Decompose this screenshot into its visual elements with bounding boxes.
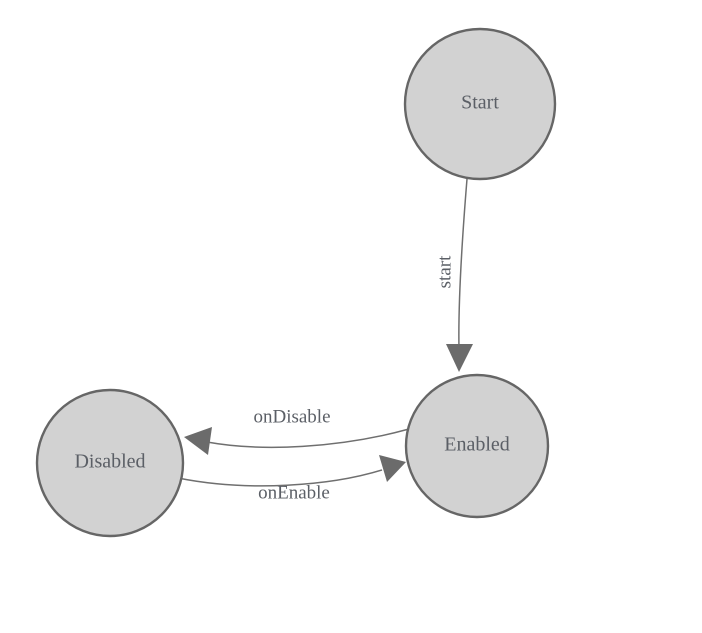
edge-disabled-to-enabled-path bbox=[177, 469, 383, 487]
state-node-start-label: Start bbox=[461, 92, 499, 114]
edge-enabled-to-disabled-path bbox=[206, 428, 410, 449]
state-node-start-circle bbox=[403, 27, 557, 181]
edge-disabled-to-enabled-arrowhead-icon bbox=[379, 455, 406, 482]
edge-enabled-to-disabled-arrowhead-icon bbox=[184, 427, 212, 455]
edge-label-onenable: onEnable bbox=[258, 482, 330, 503]
edge-start-to-enabled-arrowhead-icon bbox=[446, 344, 473, 372]
state-node-disabled[interactable]: Disabled bbox=[35, 388, 185, 538]
edge-label-ondisable: onDisable bbox=[253, 406, 330, 427]
edge-enabled-to-disabled[interactable]: onDisable bbox=[184, 406, 410, 455]
state-node-start[interactable]: Start bbox=[403, 27, 557, 181]
edge-label-start: start bbox=[434, 255, 455, 288]
state-node-enabled[interactable]: Enabled bbox=[404, 373, 550, 519]
state-node-disabled-label: Disabled bbox=[74, 451, 145, 473]
edge-start-to-enabled-path bbox=[458, 178, 468, 350]
state-node-enabled-circle bbox=[404, 373, 550, 519]
state-node-disabled-circle bbox=[35, 388, 185, 538]
edge-start-to-enabled[interactable]: start bbox=[434, 178, 473, 372]
state-node-enabled-label: Enabled bbox=[444, 434, 510, 456]
edge-disabled-to-enabled[interactable]: onEnable bbox=[177, 455, 406, 503]
